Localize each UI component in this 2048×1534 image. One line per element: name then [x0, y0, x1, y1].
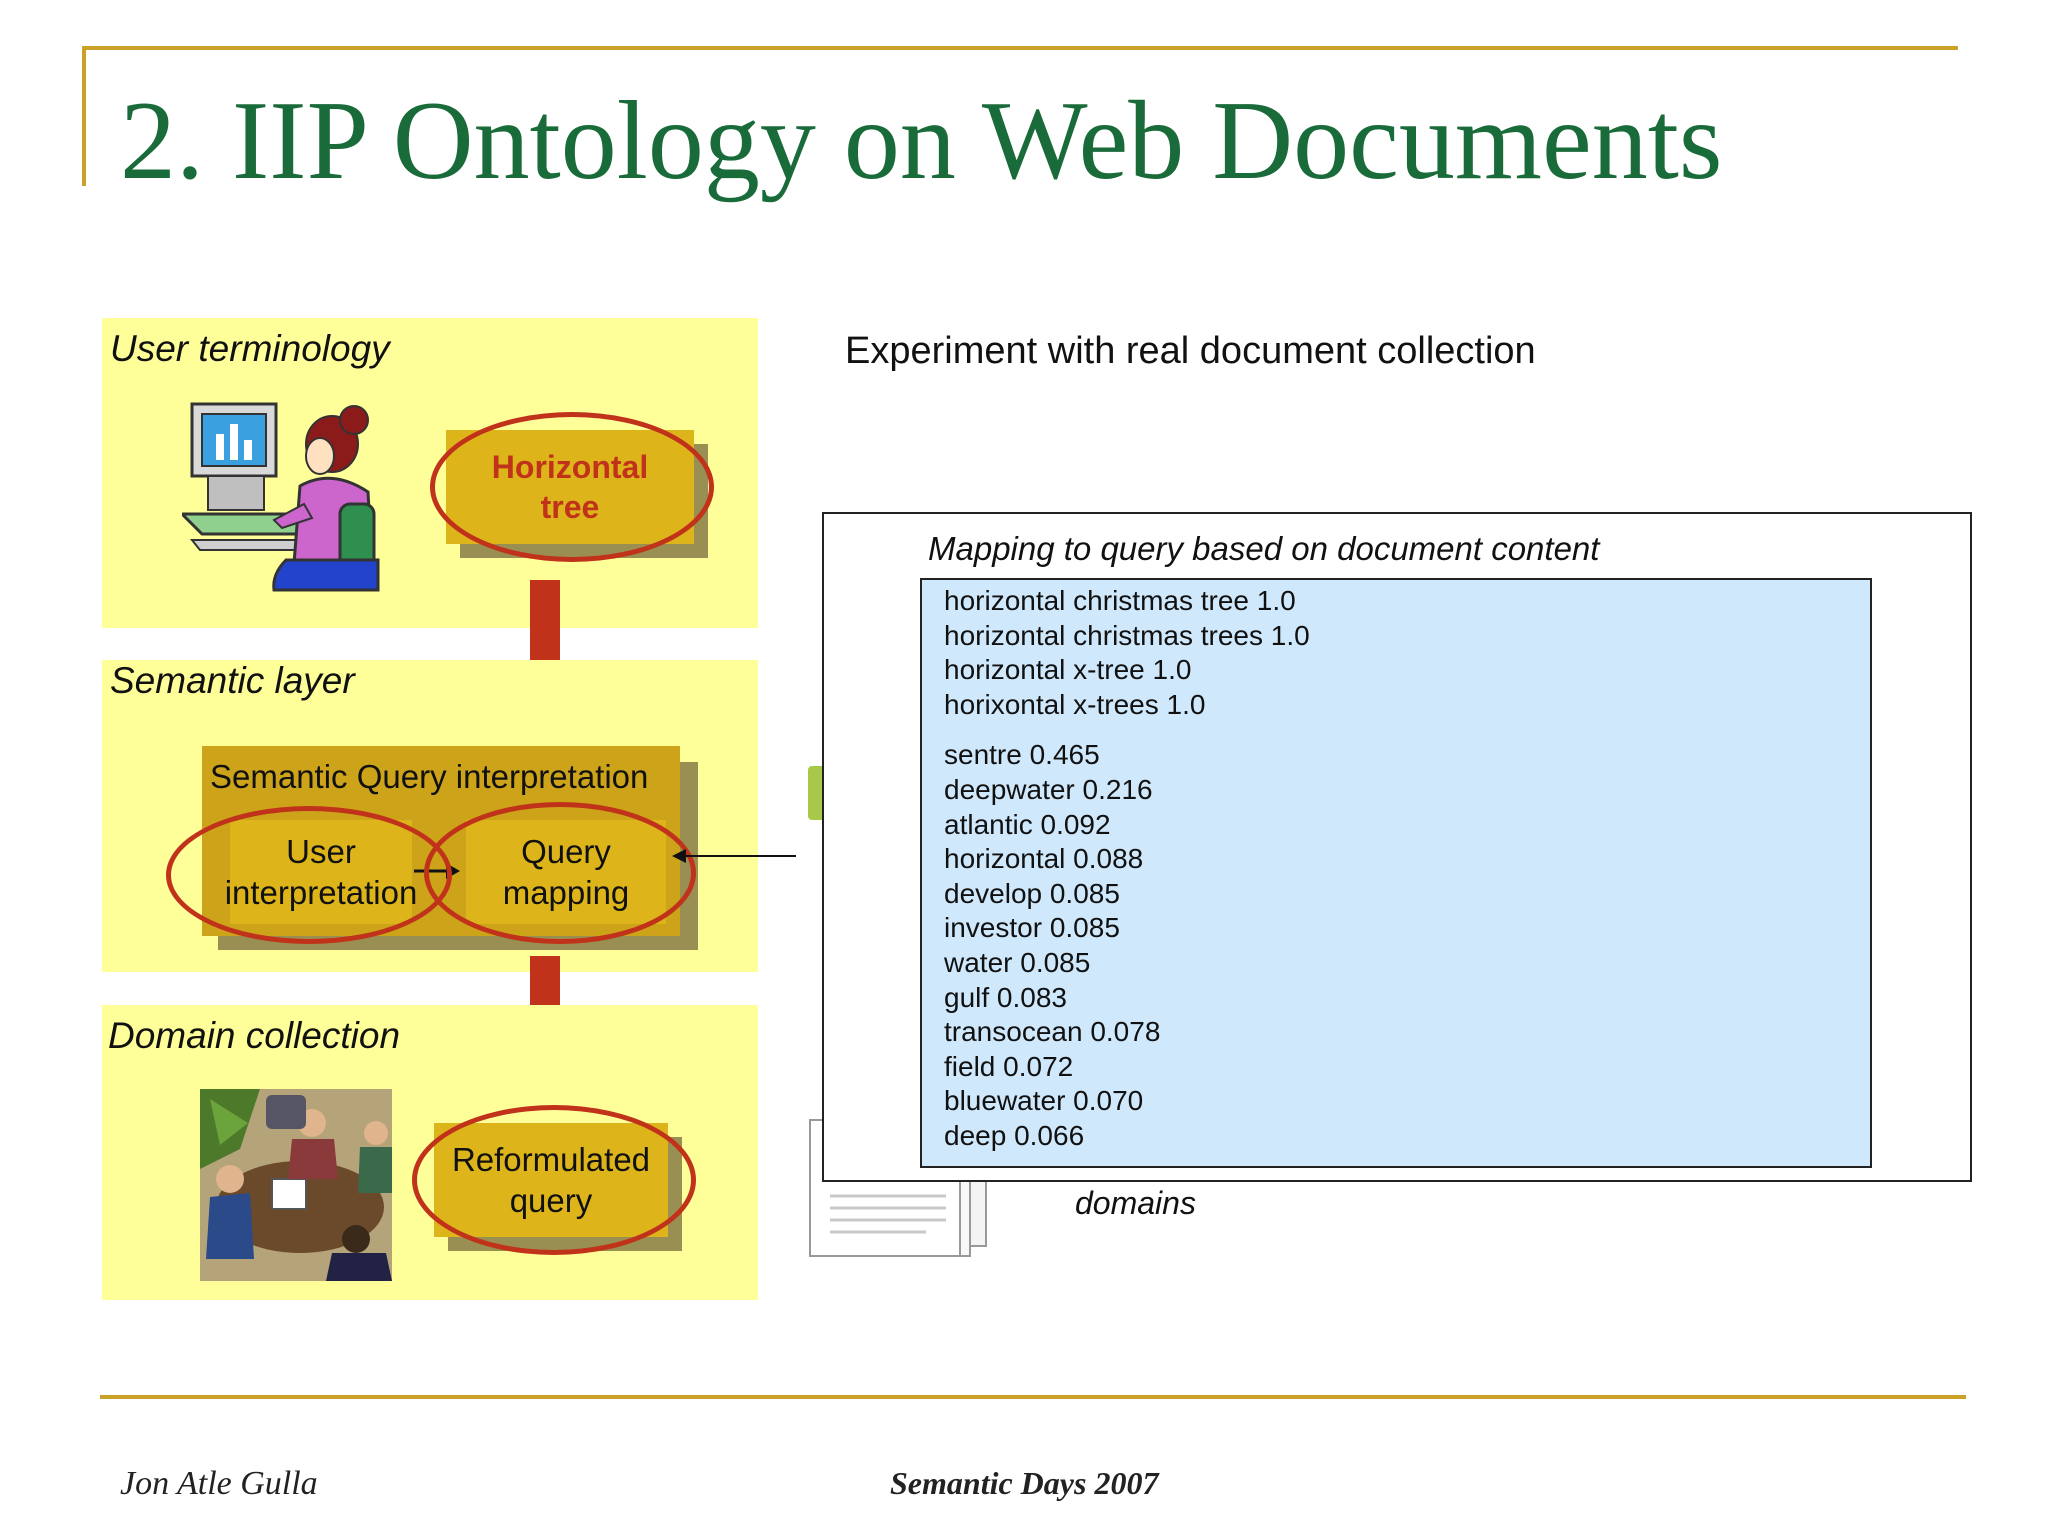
- user-terminology-label: User terminology: [110, 328, 390, 369]
- domain-collection-panel: Domain collection Reformulated query: [102, 1005, 758, 1300]
- slide-title: 2. IIP Ontology on Web Documents: [120, 79, 1723, 203]
- terms-list: horizontal christmas tree 1.0 horizontal…: [944, 584, 1310, 1154]
- mapping-label: Mapping to query based on document conte…: [928, 530, 1600, 567]
- list-item: deep 0.066: [944, 1119, 1085, 1151]
- list-item: atlantic 0.092: [944, 808, 1111, 840]
- reformulated-query-highlight-ring: [412, 1105, 696, 1255]
- footer-event: Semantic Days 2007: [890, 1465, 1159, 1501]
- mapping-connector-arrow-icon: [672, 849, 796, 863]
- list-item: transocean 0.078: [944, 1016, 1161, 1048]
- list-item: investor 0.085: [944, 912, 1120, 944]
- footer-author: Jon Atle Gulla: [120, 1465, 318, 1502]
- bottom-rule: [100, 1395, 1966, 1399]
- list-item: horizontal x-tree 1.0: [944, 654, 1192, 686]
- list-item: water 0.085: [944, 946, 1091, 978]
- list-item: horizontal christmas tree 1.0: [944, 585, 1296, 616]
- top-rule: [82, 46, 1958, 50]
- query-mapping-highlight-ring: [424, 802, 696, 944]
- user-terminology-panel: User terminology Horizontal tree: [102, 318, 758, 628]
- list-item: horizontal christmas trees 1.0: [944, 619, 1310, 651]
- user-interpretation-highlight-ring: [166, 806, 452, 944]
- list-item: sentre 0.465: [944, 739, 1100, 771]
- semantic-query-label: Semantic Query interpretation: [210, 758, 649, 795]
- domain-collection-label: Domain collection: [108, 1015, 401, 1056]
- list-item: horizontal 0.088: [944, 843, 1144, 875]
- list-item: bluewater 0.070: [944, 1085, 1144, 1117]
- terms-box: [920, 578, 1872, 1168]
- list-item: field 0.072: [944, 1050, 1074, 1082]
- horizontal-tree-highlight-ring: [430, 412, 714, 562]
- semantic-layer-label: Semantic layer: [110, 660, 355, 701]
- domains-label: domains: [1075, 1185, 1196, 1221]
- meeting-clipart-icon: [200, 1089, 392, 1281]
- experiment-heading: Experiment with real document collection: [845, 330, 1536, 372]
- list-item: deepwater 0.216: [944, 773, 1153, 805]
- left-rule: [82, 46, 86, 186]
- user-at-computer-icon: [182, 402, 380, 592]
- semantic-layer-panel: Semantic layer Semantic Query interpreta…: [102, 660, 758, 972]
- list-item: develop 0.085: [944, 877, 1120, 909]
- list-item: horixontal x-trees 1.0: [944, 688, 1206, 720]
- list-item: gulf 0.083: [944, 981, 1067, 1013]
